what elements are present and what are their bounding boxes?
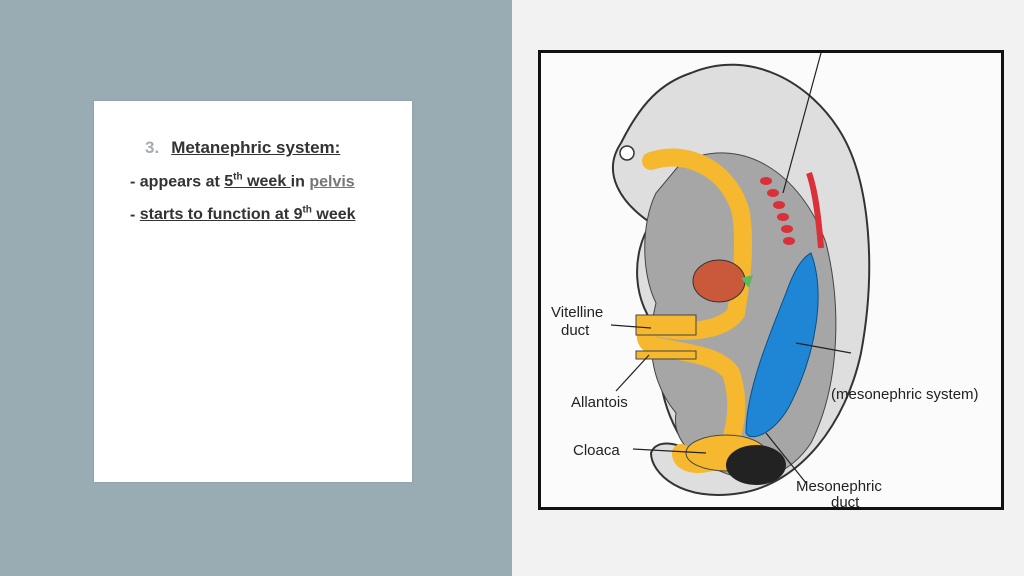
label-vitelline-2: duct (561, 322, 590, 339)
nephrotome-segments (760, 177, 795, 245)
label-allantois: Allantois (571, 394, 628, 411)
heading-title: Metanephric system: (171, 138, 341, 157)
allantois-tube (635, 350, 697, 360)
vitelline-leader-line (610, 324, 652, 329)
label-mesonephric-duct-1: Mesonephric (796, 478, 882, 495)
bullet1-pelvis: pelvis (309, 173, 355, 191)
bullet1-number: 5 (224, 173, 234, 191)
embryo-figure: Vitelline duct Allantois Cloaca (mesonep… (538, 50, 1004, 510)
top-leader-line (782, 53, 822, 194)
bullet1-in: in (290, 173, 310, 191)
heading-number: 3. (145, 138, 160, 157)
embryo-illustration: Vitelline duct Allantois Cloaca (mesonep… (551, 53, 979, 507)
bullet2-week: week (311, 206, 356, 224)
cloaca-leader-line (632, 448, 707, 454)
section-heading: 3. Metanephric system: (145, 138, 340, 158)
metanephric-blastema (726, 445, 786, 485)
bullet2-sup: th (302, 205, 312, 216)
allantois-leader-line (615, 354, 650, 392)
nephric-red-cord (806, 172, 824, 249)
liver-shape (692, 259, 746, 303)
bullet-appears: - appears at 5th week in pelvis (130, 172, 355, 191)
label-cloaca: Cloaca (573, 442, 620, 459)
mesonephric-system-leader-line (795, 342, 852, 354)
vitelline-duct-tube (635, 314, 697, 336)
mesonephric-duct-leader-line (765, 432, 807, 484)
eye-marker (619, 145, 635, 161)
bullet1-week: week (242, 173, 291, 191)
gall-bladder (741, 275, 753, 288)
label-mesonephric-system: (mesonephric system) (831, 386, 979, 403)
bullet-function: - starts to function at 9th week (130, 205, 356, 224)
bullet2-prefix: - (130, 206, 140, 224)
text-card: 3.Metanephric system: - appears at 5th w… (94, 101, 412, 482)
bullet2-text: starts to function at 9 (139, 206, 303, 224)
bullet1-prefix: - appears at (130, 173, 225, 191)
left-panel: 3.Metanephric system: - appears at 5th w… (0, 0, 512, 576)
mesonephric-system-shape (745, 252, 819, 438)
label-vitelline-1: Vitelline (551, 304, 603, 321)
label-mesonephric-duct-2: duct (831, 494, 860, 507)
bullet1-sup: th (233, 172, 243, 183)
